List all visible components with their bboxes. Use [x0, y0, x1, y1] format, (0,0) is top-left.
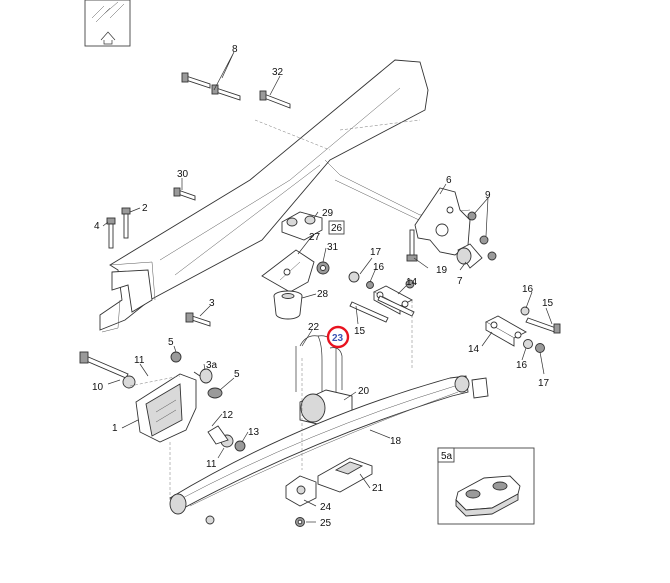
label-14-right: 14	[468, 344, 480, 355]
nut-5	[170, 351, 182, 363]
label-25: 25	[320, 518, 332, 529]
inset-label-5a: 5a	[441, 451, 453, 462]
bushing-3a	[193, 368, 213, 384]
label-24: 24	[320, 502, 332, 513]
label-10: 10	[92, 382, 104, 393]
bracket-24	[285, 475, 317, 507]
label-11-top: 11	[134, 355, 145, 366]
label-28: 28	[317, 289, 329, 300]
bottom-plate-21	[317, 457, 373, 493]
label-17-right: 17	[538, 378, 550, 389]
part-labels: 8 32 30 2 4 29 26 27 31 28 3 6 9 7 19 17…	[92, 44, 554, 529]
orientation-icon	[84, 0, 131, 47]
label-3a: 3a	[206, 360, 218, 371]
nut-13	[234, 440, 246, 452]
bolt-32	[259, 90, 291, 109]
bolt-30	[173, 187, 196, 201]
spring-eye-bushing	[205, 515, 215, 525]
bolts-8	[181, 72, 241, 101]
highlighted-part-23[interactable]	[326, 325, 350, 349]
label-13: 13	[248, 427, 260, 438]
label-15-right: 15	[542, 298, 554, 309]
washer-16-right	[520, 306, 545, 353]
label-4: 4	[94, 221, 100, 232]
label-23: 23	[332, 333, 344, 344]
label-12: 12	[222, 410, 234, 421]
label-5-right: 5	[234, 369, 240, 380]
label-8: 8	[232, 44, 238, 55]
bump-stop-28	[273, 290, 303, 320]
leader-lines	[102, 51, 553, 523]
label-21: 21	[372, 483, 384, 494]
leaf-spring-18	[169, 375, 489, 515]
label-9: 9	[485, 190, 491, 201]
nut-17-middle	[405, 279, 415, 289]
rear-hanger-bracket	[414, 187, 471, 256]
pad-5	[207, 387, 223, 399]
inset-5a-panel	[437, 447, 535, 525]
label-5-top: 5	[168, 337, 174, 348]
shackle-plates-right	[485, 315, 527, 347]
label-2: 2	[142, 203, 148, 214]
label-27: 27	[309, 232, 321, 243]
label-32: 32	[272, 67, 284, 78]
label-7: 7	[457, 276, 463, 287]
front-hanger-bracket-1	[135, 373, 197, 443]
frame-rail	[99, 59, 471, 333]
label-26-box	[328, 220, 345, 235]
label-22: 22	[308, 322, 320, 333]
label-26: 26	[331, 223, 343, 234]
bolts-2-4	[106, 207, 131, 249]
bolt-19	[406, 229, 418, 262]
bracket-27	[261, 249, 315, 293]
label-3: 3	[209, 298, 215, 309]
label-31: 31	[327, 242, 339, 253]
label-15-mid: 15	[354, 326, 366, 337]
nut-25	[295, 517, 305, 527]
label-18: 18	[390, 436, 402, 447]
label-20: 20	[358, 386, 370, 397]
label-30: 30	[177, 169, 189, 180]
pin-15-right	[525, 317, 561, 334]
label-19: 19	[436, 265, 448, 276]
label-11-bottom: 11	[206, 459, 217, 470]
label-16-mid: 16	[373, 262, 385, 273]
bolt-3	[185, 312, 211, 327]
label-29: 29	[322, 208, 334, 219]
label-14-mid: 14	[406, 277, 418, 288]
nut-31	[316, 261, 330, 275]
label-17-mid: 17	[370, 247, 382, 258]
bump-stop-29	[281, 211, 323, 241]
bolt-10	[79, 351, 129, 379]
washers-16-middle	[348, 271, 374, 289]
label-16-right-bottom: 16	[516, 360, 528, 371]
label-6: 6	[446, 175, 452, 186]
label-16-right-top: 16	[522, 284, 534, 295]
bushing-12	[207, 425, 229, 445]
label-1: 1	[112, 423, 118, 434]
